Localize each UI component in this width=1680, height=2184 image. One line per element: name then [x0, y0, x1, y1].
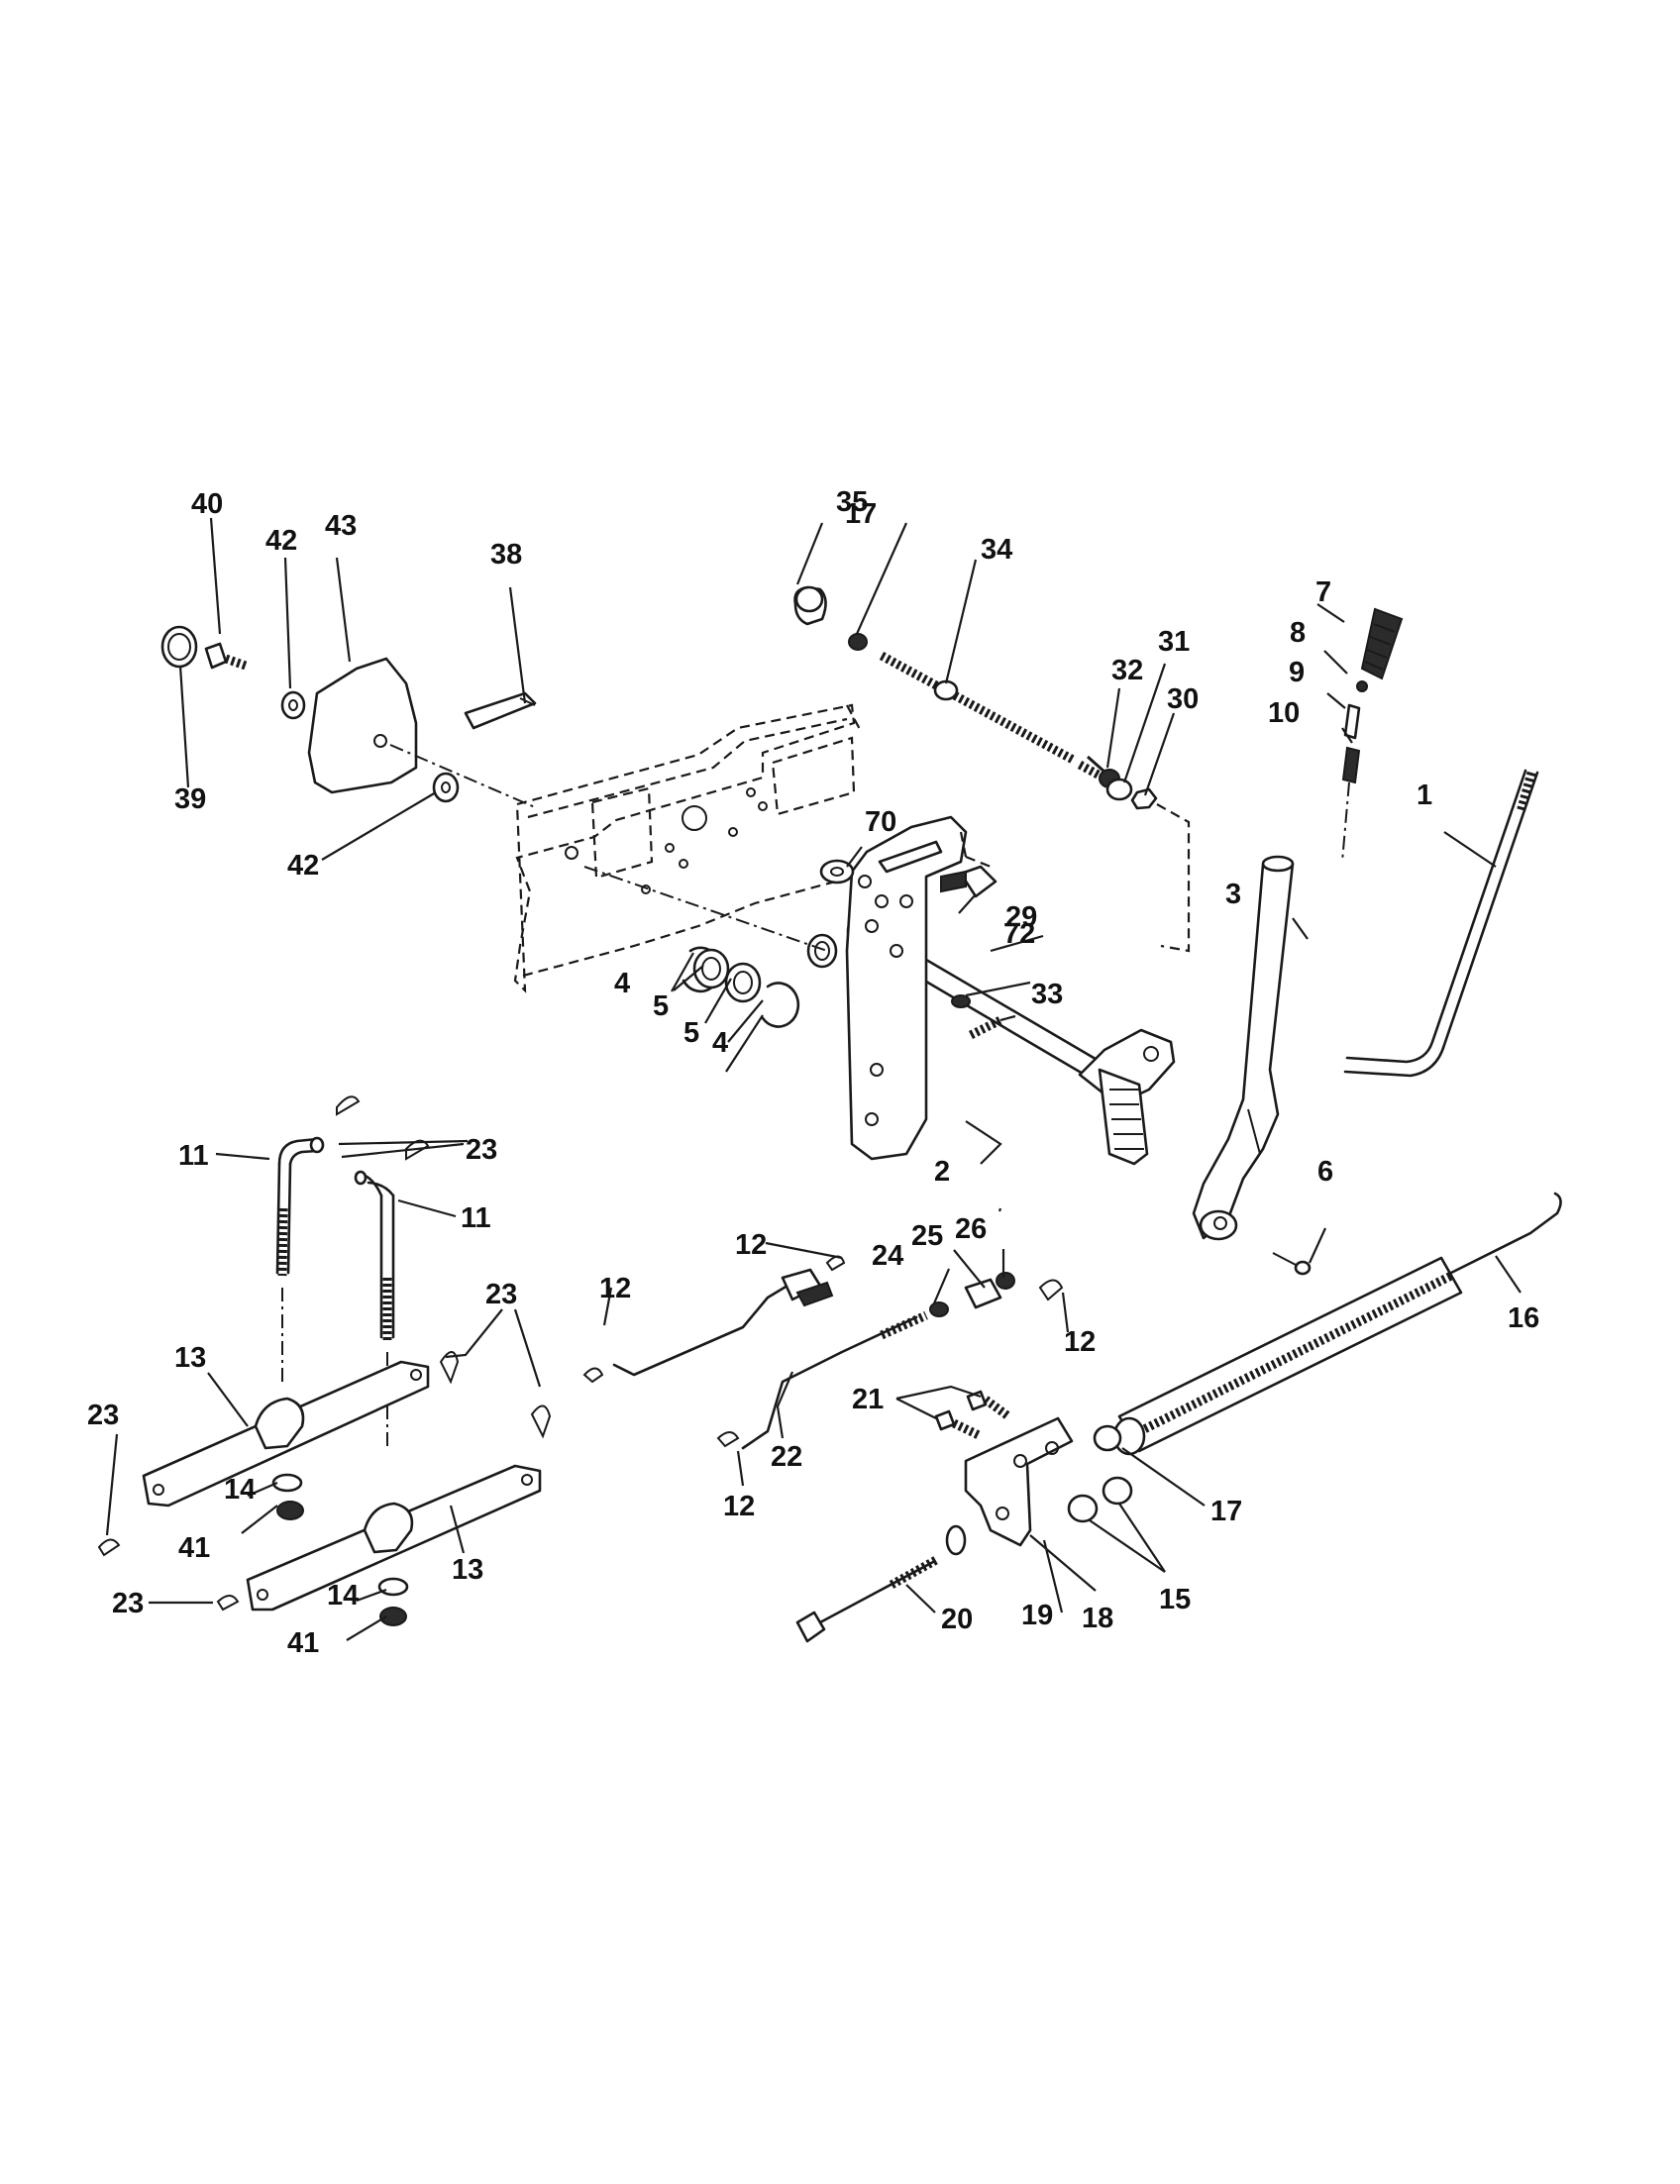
- bolt-20: [795, 1524, 967, 1643]
- callout-11-right: 11: [461, 1202, 491, 1234]
- handle-rod-1: [1343, 769, 1539, 1078]
- callout-70: 70: [865, 806, 896, 838]
- bracket-18: [934, 1390, 1133, 1547]
- callout-23-top: 23: [466, 1134, 497, 1166]
- spring-16: [1112, 1192, 1562, 1456]
- callout-10: 10: [1268, 697, 1300, 729]
- callout-12-right: 12: [1064, 1326, 1096, 1358]
- callout-5-right: 5: [683, 1017, 699, 1049]
- callout-41-upper: 41: [178, 1532, 210, 1564]
- callout-9: 9: [1289, 657, 1305, 688]
- adjustment-rod-34: [793, 585, 1191, 953]
- callout-13-lower: 13: [452, 1554, 483, 1586]
- callout-24: 24: [872, 1240, 903, 1272]
- callout-12-top: 12: [735, 1229, 767, 1261]
- handle-spring-group: [1341, 680, 1368, 863]
- callout-29: 29: [1005, 901, 1037, 933]
- callout-labels: 1 2 3 4 4 5 5 6 7 8 9 10 11 11 12 12 12 …: [87, 486, 1539, 1659]
- washer-70: [819, 859, 855, 884]
- callout-6: 6: [1317, 1156, 1333, 1188]
- trunnion-29: [940, 865, 1016, 1040]
- callout-31: 31: [1158, 626, 1190, 658]
- link-rod-11-right: [354, 1170, 395, 1446]
- callout-38: 38: [490, 539, 522, 571]
- callout-5-left: 5: [653, 990, 669, 1022]
- pin-6: [1272, 1252, 1312, 1276]
- retaining-rings-and-washers: [583, 866, 828, 1028]
- callout-30: 30: [1167, 683, 1199, 715]
- callout-39: 39: [174, 783, 206, 815]
- leader-lines: [105, 517, 1522, 1641]
- callout-3: 3: [1225, 879, 1241, 910]
- callout-72: 72: [1003, 918, 1035, 950]
- frame-outline: [513, 703, 863, 993]
- callout-41-lower: 41: [287, 1627, 319, 1659]
- callout-26: 26: [955, 1213, 987, 1245]
- handle-grip-7: [1360, 607, 1404, 680]
- callout-17-right: 17: [1210, 1496, 1242, 1527]
- lift-link-22: [582, 1272, 1064, 1450]
- callout-13-upper: 13: [174, 1342, 206, 1374]
- callout-1: 1: [1417, 780, 1432, 811]
- callout-14-upper: 14: [224, 1474, 256, 1506]
- lift-link-13-lower: [246, 1464, 542, 1626]
- lift-handle-3: [1192, 855, 1295, 1241]
- callout-23-bottom: 23: [112, 1588, 144, 1619]
- callout-15: 15: [1159, 1584, 1191, 1615]
- callout-22: 22: [771, 1441, 802, 1473]
- callout-20: 20: [941, 1604, 973, 1635]
- callout-35: 35: [836, 486, 868, 518]
- callout-7: 7: [1315, 576, 1331, 608]
- callout-14-lower: 14: [327, 1580, 359, 1612]
- callout-2: 2: [934, 1156, 950, 1188]
- callout-19: 19: [1021, 1600, 1053, 1631]
- callout-25: 25: [911, 1220, 943, 1252]
- callout-18: 18: [1082, 1603, 1113, 1634]
- callout-42-bottom: 42: [287, 850, 319, 882]
- callout-42-top: 42: [265, 525, 297, 557]
- hairpin-clips-23: [97, 1095, 552, 1612]
- callout-12-bottom: 12: [723, 1491, 755, 1522]
- callout-23-middle: 23: [485, 1279, 517, 1310]
- callout-4-right: 4: [712, 1027, 728, 1059]
- callout-11-left: 11: [178, 1140, 209, 1172]
- callout-12-left: 12: [599, 1273, 631, 1304]
- lift-link-13-upper: [142, 1360, 430, 1520]
- lift-arm-bracket: [806, 815, 968, 1161]
- callout-16: 16: [1508, 1302, 1539, 1334]
- callout-33: 33: [1031, 979, 1063, 1010]
- link-rod-11-left: [275, 1136, 325, 1387]
- callout-40: 40: [191, 488, 223, 520]
- callout-23-left: 23: [87, 1400, 119, 1431]
- callout-32: 32: [1111, 655, 1143, 686]
- callout-17-top: 17: [845, 498, 877, 530]
- callout-34: 34: [981, 534, 1012, 566]
- lift-rod-upper: [612, 1255, 846, 1377]
- callout-21: 21: [852, 1384, 884, 1415]
- callout-8: 8: [1290, 617, 1306, 649]
- callout-43: 43: [325, 510, 357, 542]
- callout-4-left: 4: [614, 968, 630, 999]
